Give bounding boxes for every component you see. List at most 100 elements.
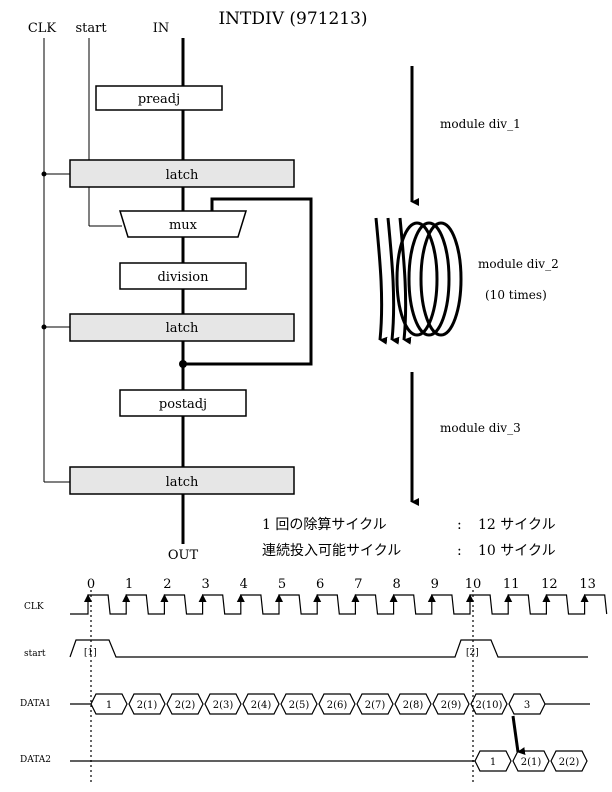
clk-waveform [70,594,608,615]
module-div2-label: module div_2 [478,257,559,271]
clk-junction-dot [41,171,47,177]
latch-label: latch [166,321,199,336]
bus-cell-label: 2(4) [251,700,272,711]
preadj-label: preadj [138,92,180,107]
bus-cell [128,693,166,715]
bus-cell-label: 3 [524,700,530,711]
clk-edge-arrow [427,594,436,602]
latch-label: latch [166,475,199,490]
bus-cell-label: 2(1) [521,757,542,768]
pipeline-interval-label: 連続投入可能サイクル [262,542,401,559]
block-diagram-wires [43,38,313,544]
latch-block-3: latch [69,466,295,495]
bus-cell [166,693,204,715]
bus-cell-label: 2(2) [559,757,580,768]
clk-edge-arrow [504,594,513,602]
clk-edge-arrow [313,594,322,602]
bus-cell-label: 2(3) [213,700,234,711]
division-block: division [119,262,247,290]
out-signal-label: OUT [168,548,199,563]
data2-waveform: 1 2(1) 2(2) [70,750,588,772]
timing-row-label-clk: CLK [24,602,44,612]
module-div3-label: module div_3 [440,421,521,435]
tick-label: 6 [316,577,324,592]
start-mark-1: [1] [84,648,97,658]
bus-cell [318,693,356,715]
start-signal-label: start [75,21,107,36]
bus-cell [474,750,512,772]
postadj-label: postadj [159,397,207,412]
tick-label: 7 [354,577,362,592]
clk-edge-arrow [122,594,131,602]
tick-label: 12 [541,577,558,592]
bus-cell-label: 2(7) [365,700,386,711]
tick-label: 1 [125,577,133,592]
diagram-title: INTDIV (971213) [218,9,367,29]
clk-edge-arrows [84,594,589,602]
tick-label: 9 [431,577,439,592]
tick-label: 8 [392,577,400,592]
bus-cell [204,693,242,715]
bus-cell-label: 2(10) [476,700,503,711]
tick-label: 11 [503,577,520,592]
bus-cell [90,693,128,715]
tick-label: 3 [201,577,209,592]
bus-cell [242,693,280,715]
pipeline-interval-value: 10 サイクル [478,543,556,559]
preadj-block: preadj [95,85,223,111]
bus-cell [280,693,318,715]
bus-cell-label: 2(6) [327,700,348,711]
start-mark-2: [2] [466,648,479,658]
postadj-block: postadj [119,389,247,417]
clk-edge-arrow [236,594,245,602]
clk-signal-label: CLK [28,21,57,36]
tick-label: 4 [240,577,248,592]
tick-label: 13 [579,577,596,592]
tick-label: 5 [278,577,286,592]
module-div1-label: module div_1 [440,117,521,131]
cycle-count-separator: : [457,517,462,533]
bus-cell [432,693,470,715]
clk-edge-arrow [351,594,360,602]
bus-cell-label: 2(8) [403,700,424,711]
clk-edge-arrow [198,594,207,602]
bus-cell [550,750,588,772]
bus-cell-label: 1 [490,757,496,768]
in-signal-label: IN [153,21,170,36]
bus-cell-label: 2(5) [289,700,310,711]
module-div2-loop-icon [374,217,463,345]
cycle-count-label: 1 回の除算サイクル [262,517,387,533]
timing-row-label-start: start [24,649,46,659]
timing-row-label-data1: DATA1 [20,699,51,709]
clk-edge-arrow [84,594,92,602]
latch-label: latch [166,168,199,183]
bus-cell-label: 2(9) [441,700,462,711]
bus-cell-label: 1 [106,700,112,711]
cycle-count-value: 12 サイクル [478,517,556,533]
clk-edge-arrow [580,594,589,602]
bus-cell [394,693,432,715]
timing-row-label-data2: DATA2 [20,755,51,765]
mux-label: mux [169,218,198,233]
start-waveform [69,639,588,658]
clk-edge-arrow [160,594,169,602]
data-handoff-arrow [511,715,526,755]
clk-edge-arrow [542,594,551,602]
bus-cell-label: 2(2) [175,700,196,711]
latch-block-1: latch [69,159,295,188]
tick-label: 0 [87,577,95,592]
clk-junction-dot [41,324,47,330]
tick-label: 10 [465,577,482,592]
bus-cell [356,693,394,715]
mux-block: mux [118,210,248,238]
division-label: division [157,270,209,285]
module-div2-note: (10 times) [485,288,547,302]
feedback-junction-dot [179,360,187,368]
tick-label: 2 [163,577,171,592]
pipeline-interval-separator: : [457,543,462,559]
data1-waveform: 1 2(1) 2(2) 2(3) 2(4) 2(5) 2(6) 2(7) 2(8) 2(9) 2(1… [70,693,590,715]
latch-block-2: latch [69,313,295,342]
bus-cell-label: 2(1) [137,700,158,711]
